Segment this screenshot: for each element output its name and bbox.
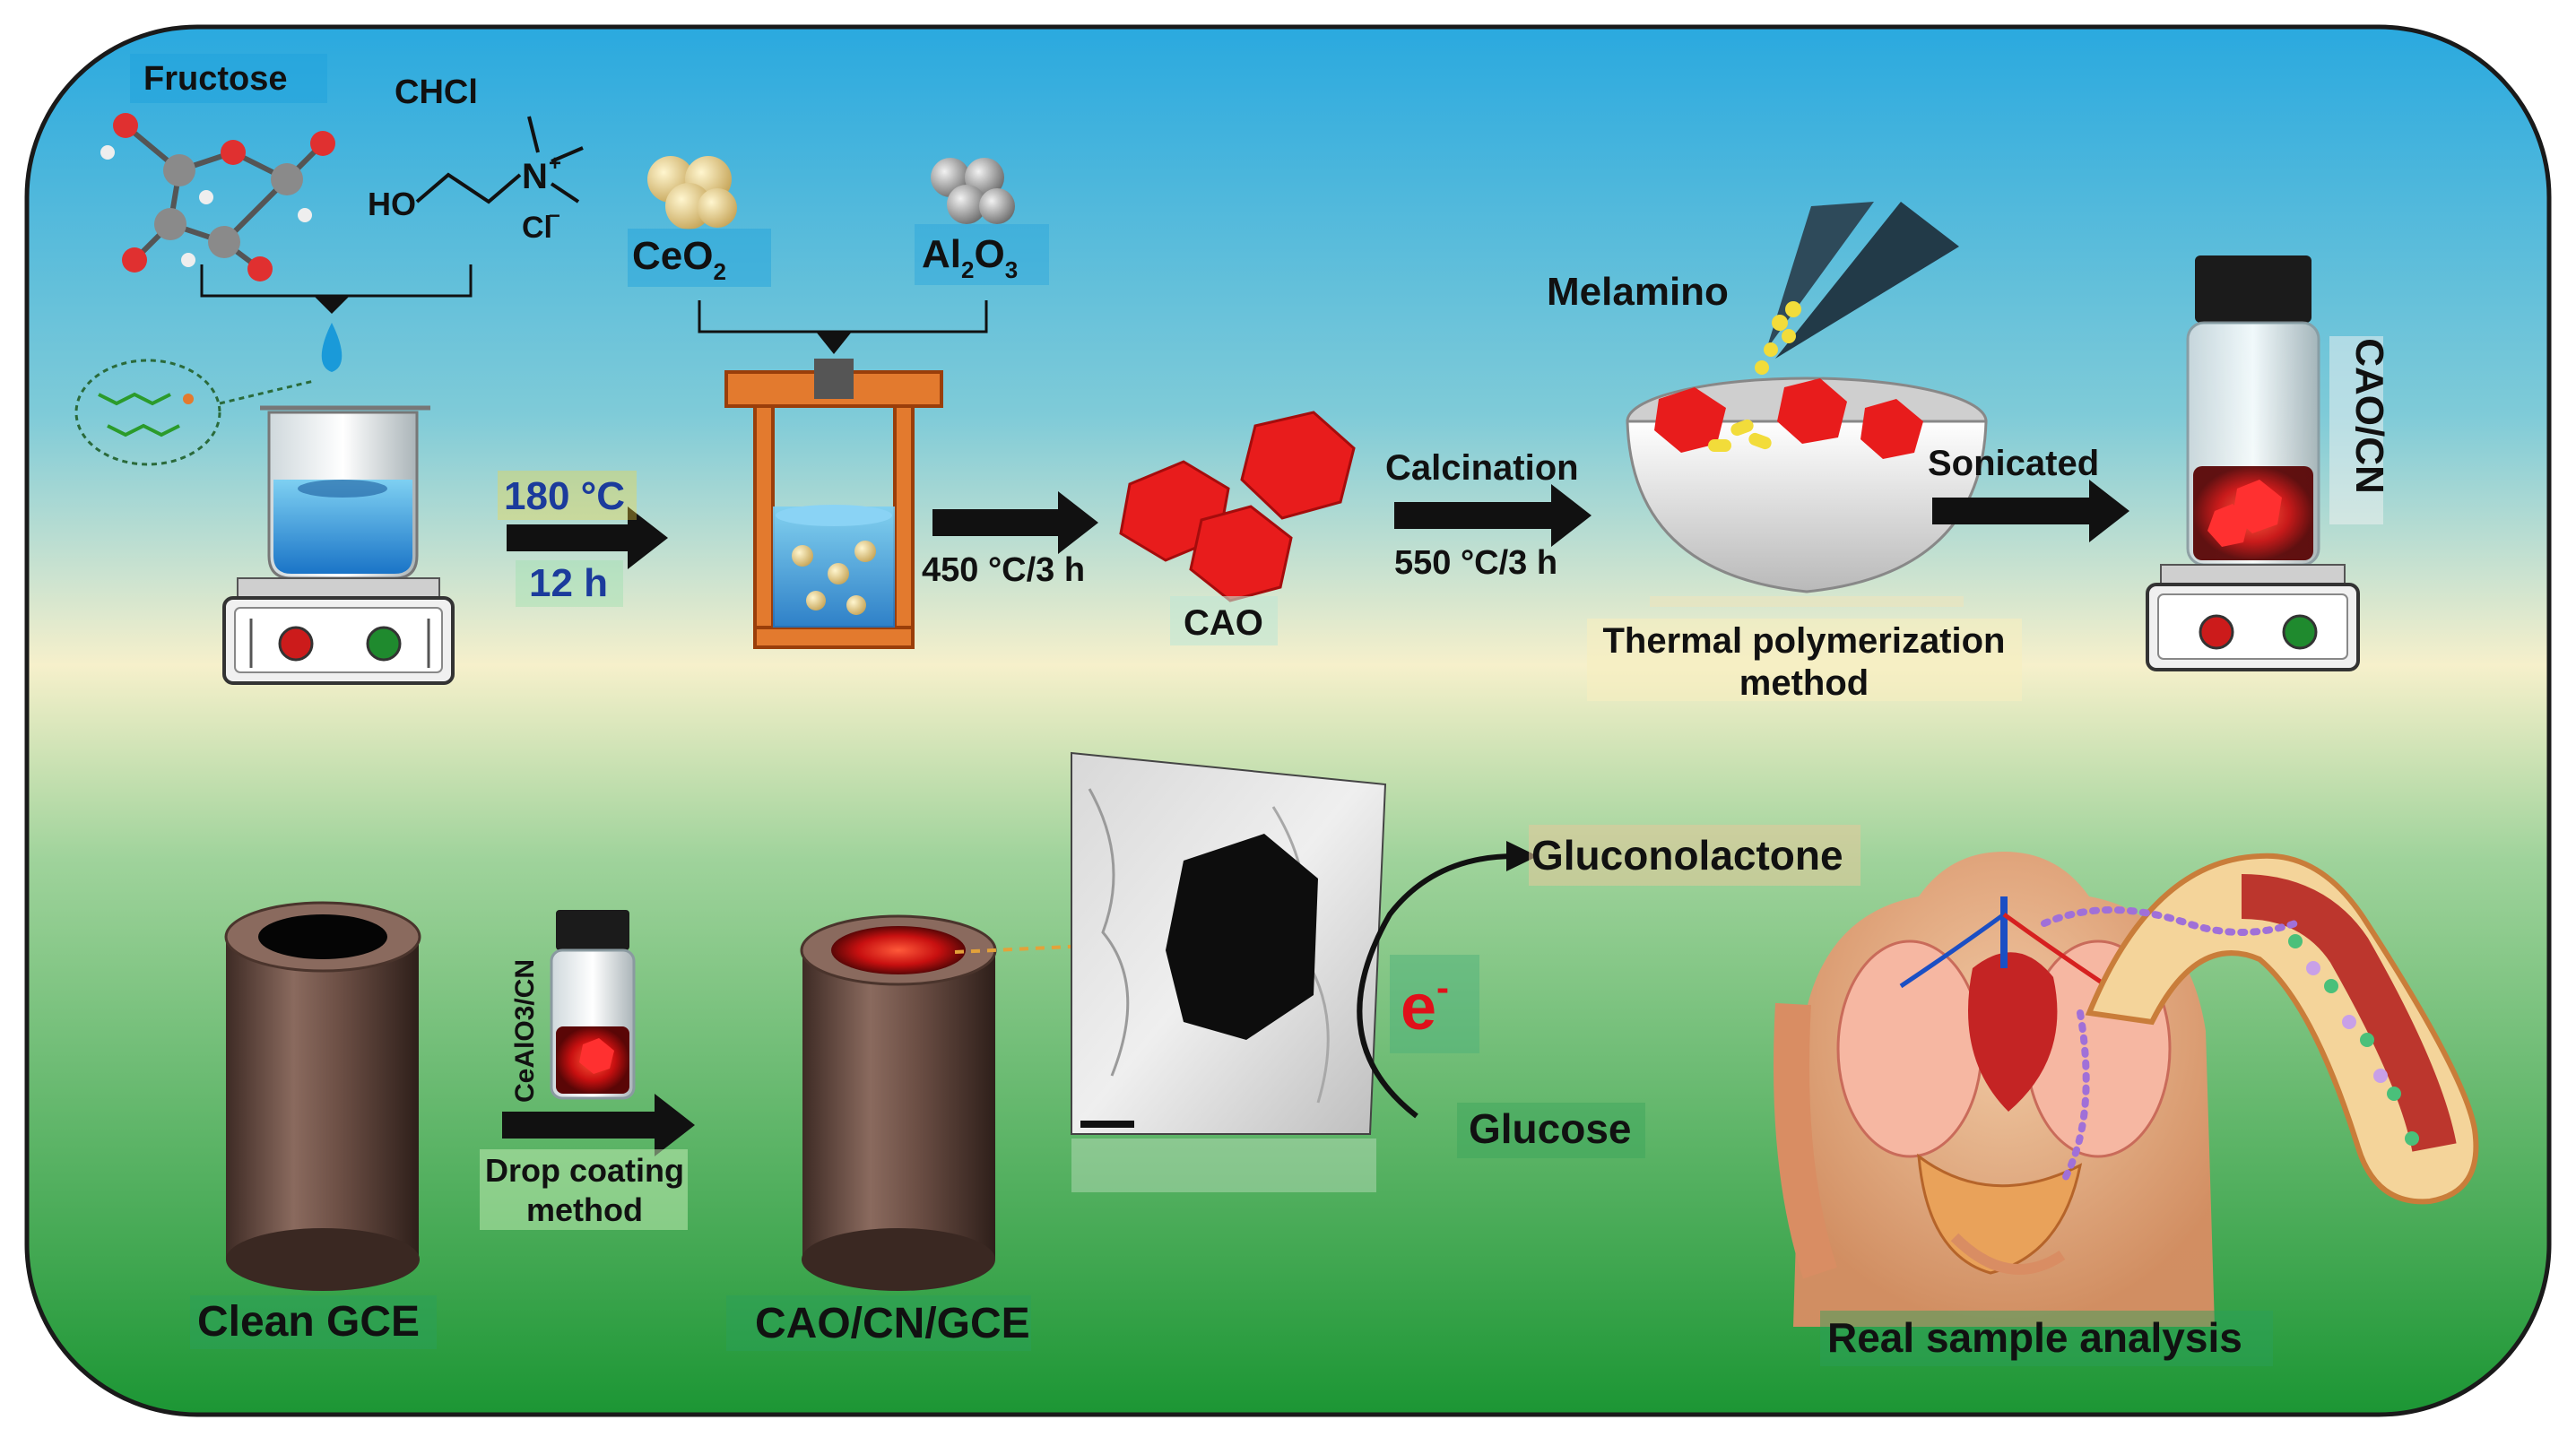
melamino-label: Melamino [1547, 270, 1729, 314]
temp1-label: 180 °C [504, 474, 625, 518]
fructose-molecule-icon [100, 113, 335, 281]
drop-coating-line1: Drop coating [485, 1152, 684, 1189]
calcination-label: Calcination [1385, 448, 1579, 488]
dotted-vessel [2041, 906, 2299, 936]
step550-label: 550 °C/3 h [1394, 544, 1557, 582]
n-plus-text: N [522, 157, 548, 196]
cao-crystals-icon [1119, 411, 1356, 602]
drop-coating-line2: method [526, 1191, 643, 1228]
cao-label: CAO [1184, 603, 1263, 643]
tem-micrograph-image [1071, 751, 1387, 1192]
electron-label: e- [1401, 966, 1449, 1043]
vial-side-label: CeAlO3/CN [510, 959, 540, 1103]
arrow-5 [502, 1094, 695, 1156]
fructose-label: Fructose [143, 60, 287, 98]
zoom-circle-icon [74, 359, 315, 466]
ceo2-label-bg [628, 229, 771, 287]
ceo2-label: CeO2 [632, 234, 726, 285]
arrow-2 [932, 491, 1098, 554]
blood-vessel-icon [2085, 853, 2479, 1205]
cl-minus-text: Cl [522, 211, 552, 245]
droplet-icon [321, 323, 343, 372]
step450-label: 450 °C/3 h [922, 551, 1085, 589]
svg-text:+: + [549, 152, 561, 176]
glucose-label: Glucose [1469, 1105, 1632, 1152]
autoclave-icon [724, 359, 943, 649]
ho-text: HO [368, 186, 416, 222]
temp1-bg [498, 471, 637, 520]
gluconolactone-label-bg [1529, 825, 1860, 886]
cao-label-bg [1170, 596, 1278, 645]
cao-cn-gce-label-bg [726, 1295, 1031, 1351]
thermal-label-bg [1587, 619, 2022, 701]
cao-cn-label-bg [2329, 336, 2383, 524]
al2o3-balls-icon [931, 158, 1015, 224]
thermal-label-line2: method [1739, 663, 1869, 703]
clean-gce-label: Clean GCE [197, 1298, 420, 1346]
glucose-label-bg [1457, 1103, 1645, 1158]
electron-label-bg [1390, 955, 1479, 1053]
ceo2-balls-icon [647, 156, 737, 229]
al2o3-label: Al2O3 [922, 232, 1018, 283]
funnel-icon [1755, 202, 1959, 375]
arrow-1 [507, 507, 668, 569]
vial-hotplate-icon [2146, 255, 2360, 671]
small-vial-icon [550, 910, 636, 1100]
time1-label: 12 h [529, 561, 608, 605]
drop-label-bg [480, 1149, 688, 1230]
arrow-4 [1932, 480, 2129, 542]
time1-bg [516, 560, 623, 607]
reaction-arc [1357, 853, 1516, 1119]
sonicated-label: Sonicated [1928, 444, 2099, 483]
chcl-label: CHCl [395, 74, 478, 111]
bowl-icon [1626, 377, 1988, 607]
gluconolactone-label: Gluconolactone [1531, 832, 1843, 879]
clean-gce-electrode-icon [224, 901, 421, 1291]
cao-cn-gce-label: CAO/CN/GCE [755, 1300, 1030, 1347]
reaction-arrowhead [1506, 841, 1538, 871]
fructose-label-bg [130, 54, 327, 103]
cao-cn-vertical-label: CAO/CN [2347, 338, 2391, 494]
al2o3-label-bg [915, 224, 1049, 285]
thermal-label-line1: Thermal polymerization [1603, 621, 2006, 661]
real-sample-label-bg [1820, 1311, 2273, 1366]
svg-text:−: − [549, 204, 560, 227]
beaker-hotplate-icon [222, 405, 455, 685]
clean-gce-label-bg [190, 1295, 437, 1349]
modified-gce-electrode-icon [800, 914, 1090, 1291]
arrow-3 [1394, 484, 1592, 547]
real-sample-label: Real sample analysis [1827, 1314, 2242, 1361]
chcl-structure: HO N + Cl − [368, 116, 584, 245]
